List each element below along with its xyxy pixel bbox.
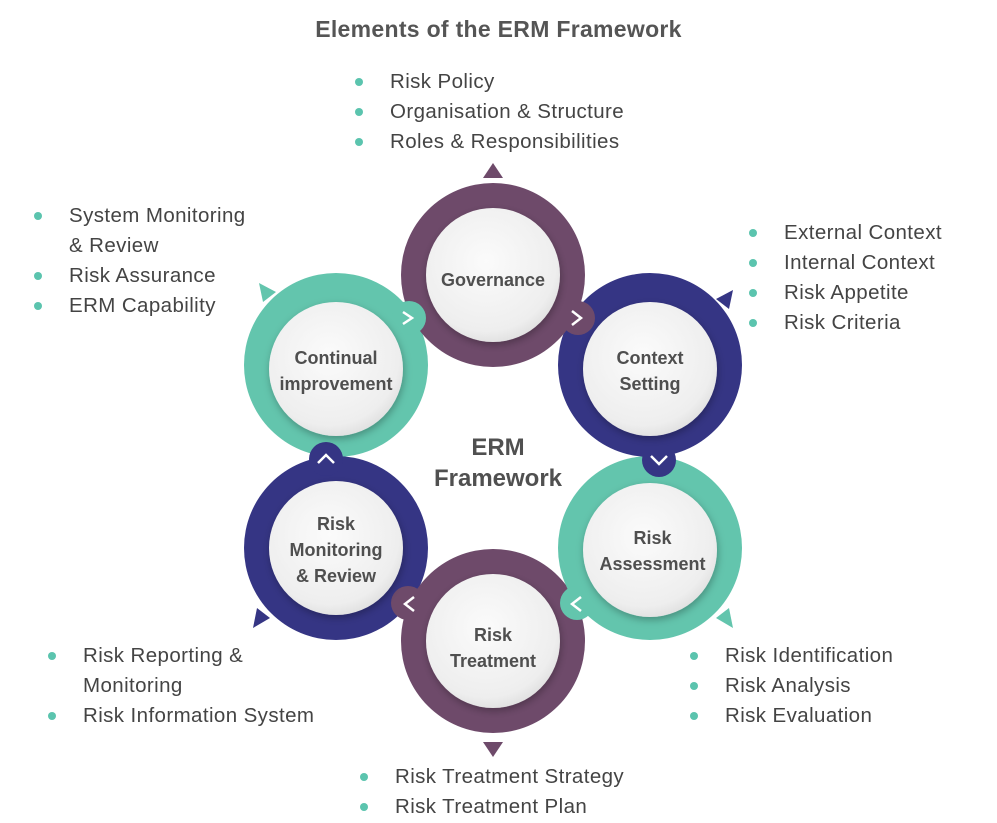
list-item: Risk Information System (46, 701, 314, 731)
node-context-line2: Setting (619, 374, 681, 394)
continual-improvement-bullets: System Monitoring & Review Risk Assuranc… (32, 201, 246, 321)
connector-treatment-monitoring (391, 586, 425, 620)
node-label-risk-treatment: Risk Treatment (428, 622, 558, 674)
inner-context-setting (583, 302, 717, 436)
connector-improvement-governance (392, 301, 426, 335)
node-improvement-line1: Continual (294, 348, 378, 368)
list-item: Risk Criteria (747, 308, 942, 338)
pointer-risk-monitoring (253, 608, 270, 628)
node-monitoring-line2: Monitoring (289, 540, 383, 560)
list-item: ERM Capability (32, 291, 246, 321)
node-improvement-line2: improvement (279, 374, 393, 394)
governance-bullets: Risk Policy Organisation & Structure Rol… (353, 67, 624, 157)
list-item: Internal Context (747, 248, 942, 278)
node-treatment-line1: Risk (473, 625, 513, 645)
pointer-continual-improvement (259, 283, 276, 302)
list-item: Risk Assurance (32, 261, 246, 291)
node-assessment-line2: Assessment (599, 554, 706, 574)
risk-monitoring-bullets: Risk Reporting & Monitoring Risk Informa… (46, 641, 314, 731)
connector-assessment-treatment (560, 586, 594, 620)
list-item: Risk Treatment Plan (358, 792, 624, 822)
node-label-context-setting: Context Setting (585, 345, 715, 397)
list-item: Risk Reporting & (46, 641, 314, 671)
node-treatment-line2: Treatment (449, 651, 537, 671)
center-line1: ERM (471, 434, 525, 461)
list-item: Roles & Responsibilities (353, 127, 624, 157)
connector-governance-context (561, 301, 595, 335)
diagram-title: Elements of the ERM Framework (315, 16, 682, 42)
list-item: Organisation & Structure (353, 97, 624, 127)
inner-risk-assessment (583, 483, 717, 617)
node-label-risk-monitoring: Risk Monitoring & Review (271, 511, 401, 589)
pointer-risk-treatment (483, 742, 503, 757)
node-monitoring-line1: Risk (316, 514, 356, 534)
list-item: System Monitoring (32, 201, 246, 231)
center-line2: Framework (433, 465, 563, 492)
list-item: Risk Evaluation (688, 701, 893, 731)
connector-context-assessment (642, 443, 676, 477)
center-label: ERM Framework (398, 432, 598, 494)
list-item: Risk Appetite (747, 278, 942, 308)
connector-monitoring-improvement (309, 442, 343, 476)
list-item: Risk Treatment Strategy (358, 762, 624, 792)
node-label-governance: Governance (428, 267, 558, 293)
pointer-governance (483, 163, 503, 178)
context-setting-bullets: External Context Internal Context Risk A… (747, 218, 942, 338)
pointer-risk-assessment (716, 608, 733, 628)
inner-risk-treatment (426, 574, 560, 708)
inner-continual-improvement (269, 302, 403, 436)
inner-risk-monitoring (269, 481, 403, 615)
inner-governance (426, 208, 560, 342)
list-item: Risk Policy (353, 67, 624, 97)
list-item-continuation: & Review (69, 234, 159, 257)
node-monitoring-line3: & Review (295, 566, 377, 586)
risk-assessment-bullets: Risk Identification Risk Analysis Risk E… (688, 641, 893, 731)
node-context-line1: Context (616, 348, 684, 368)
list-item-continuation: Monitoring (83, 674, 183, 697)
node-assessment-line1: Risk (633, 528, 672, 548)
list-item: External Context (747, 218, 942, 248)
list-item: Risk Identification (688, 641, 893, 671)
node-label-risk-assessment: Risk Assessment (585, 525, 720, 577)
risk-treatment-bullets: Risk Treatment Strategy Risk Treatment P… (358, 762, 624, 822)
node-label-continual-improvement: Continual improvement (266, 345, 406, 397)
pointer-context-setting (716, 290, 733, 309)
node-governance-line1: Governance (440, 270, 546, 290)
list-item: Risk Analysis (688, 671, 893, 701)
